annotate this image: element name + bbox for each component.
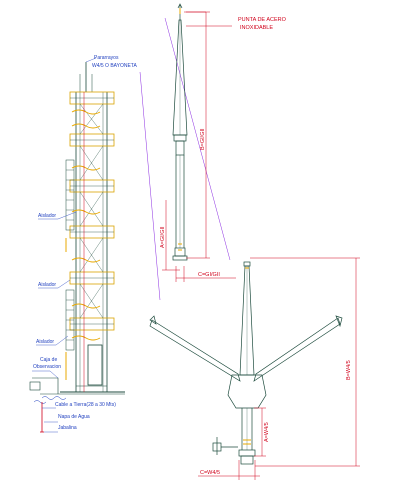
- aislador-label-1: Aislador: [38, 213, 56, 219]
- tower-structure: [60, 62, 125, 393]
- aislador-label-3: Aislador: [36, 339, 54, 345]
- top-dimensions: [162, 11, 236, 282]
- pararrayos-leader: [85, 57, 97, 63]
- napa-label: Napa de Agua: [58, 414, 90, 420]
- bayonet-rod-accents: [178, 8, 182, 251]
- caja-label-line2: Observacion: [33, 364, 61, 370]
- tower-insulator-marks: [65, 109, 101, 380]
- bayoneta-label: W4/5 O BAYONETA: [92, 63, 137, 69]
- bottom-dimensions: [198, 257, 360, 480]
- dim-a-top: A=GI/GII: [160, 226, 166, 248]
- punta-label-line1: PUNTA DE ACERO: [238, 17, 287, 23]
- pararrayos-label: Pararrayos: [94, 55, 119, 61]
- jabalina-label: Jabalina: [58, 425, 77, 431]
- dim-c-top: C=GI/GII: [198, 272, 220, 278]
- bayonet-rod-detail: [172, 3, 188, 261]
- dim-b-top: B=GI/GII: [200, 128, 206, 150]
- punta-label-line2: INOXIDABLE: [240, 25, 273, 31]
- caja-label-line1: Caja de: [40, 357, 57, 363]
- aislador-label-2: Aislador: [38, 282, 56, 288]
- dim-b-bottom: B=W4/5: [346, 360, 352, 380]
- cable-label: Cable a Tierra(28 a 30 Mts): [55, 402, 116, 408]
- aislador-leaders: [32, 211, 77, 433]
- dim-c-bottom: C=W4/5: [200, 470, 220, 476]
- w45-rod-detail: [149, 261, 343, 465]
- dim-a-bottom: A=W4/5: [264, 422, 270, 442]
- detail-callouts: [139, 17, 231, 301]
- w45-rod-accents: [243, 267, 251, 445]
